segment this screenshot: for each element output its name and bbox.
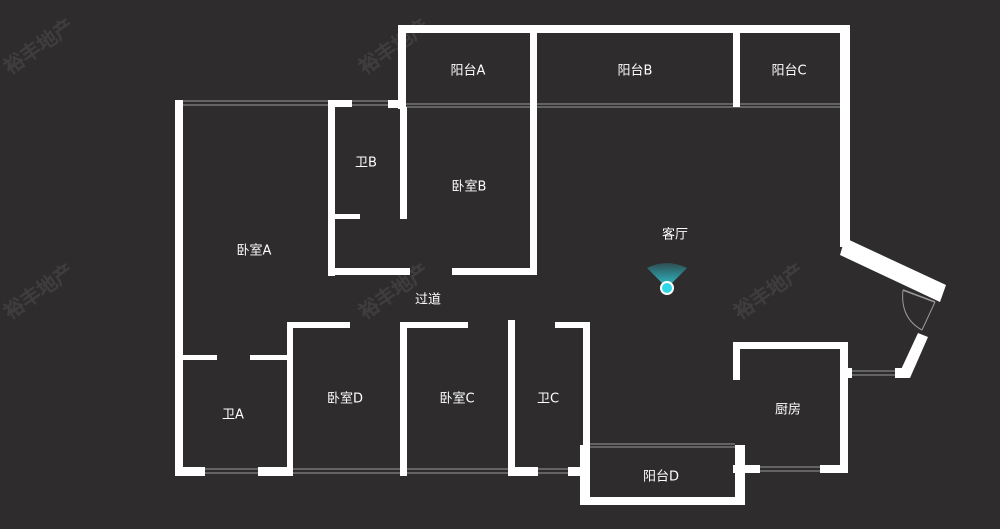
watermark: 裕丰地产 — [0, 259, 78, 325]
room-label-bedroom-a[interactable]: 卧室A — [237, 243, 272, 259]
room-label-living-room[interactable]: 客厅 — [662, 227, 688, 243]
marker-dot[interactable] — [662, 283, 672, 293]
watermark: 裕丰地产 — [0, 14, 78, 80]
room-label-balcony-c[interactable]: 阳台C — [771, 64, 806, 79]
room-label-balcony-b[interactable]: 阳台B — [618, 64, 653, 79]
room-label-balcony-a[interactable]: 阳台A — [451, 64, 486, 79]
room-label-balcony-d[interactable]: 阳台D — [643, 470, 679, 485]
room-label-bath-c[interactable]: 卫C — [537, 392, 559, 407]
room-label-bath-b[interactable]: 卫B — [355, 156, 377, 171]
room-label-bedroom-b[interactable]: 卧室B — [452, 179, 487, 195]
entry-door[interactable] — [902, 289, 936, 331]
room-labels: 阳台A 阳台B 阳台C 卫B 卧室B 客厅 卧室A 过道 卫A 卧室D 卧室C … — [222, 64, 806, 485]
viewpoint-marker[interactable] — [647, 263, 687, 295]
room-label-hallway[interactable]: 过道 — [415, 293, 441, 308]
room-label-bath-a[interactable]: 卫A — [222, 408, 244, 423]
watermark: 裕丰地产 — [729, 259, 808, 325]
walls — [175, 25, 946, 505]
watermark: 裕丰地产 — [354, 14, 433, 80]
door-leaf — [902, 289, 936, 303]
door-swing-arc — [902, 289, 923, 331]
door-frame — [921, 301, 936, 331]
room-label-bedroom-c[interactable]: 卧室C — [439, 391, 474, 407]
room-label-bedroom-d[interactable]: 卧室D — [327, 391, 363, 407]
room-label-kitchen[interactable]: 厨房 — [775, 402, 801, 418]
view-cone — [647, 263, 687, 288]
